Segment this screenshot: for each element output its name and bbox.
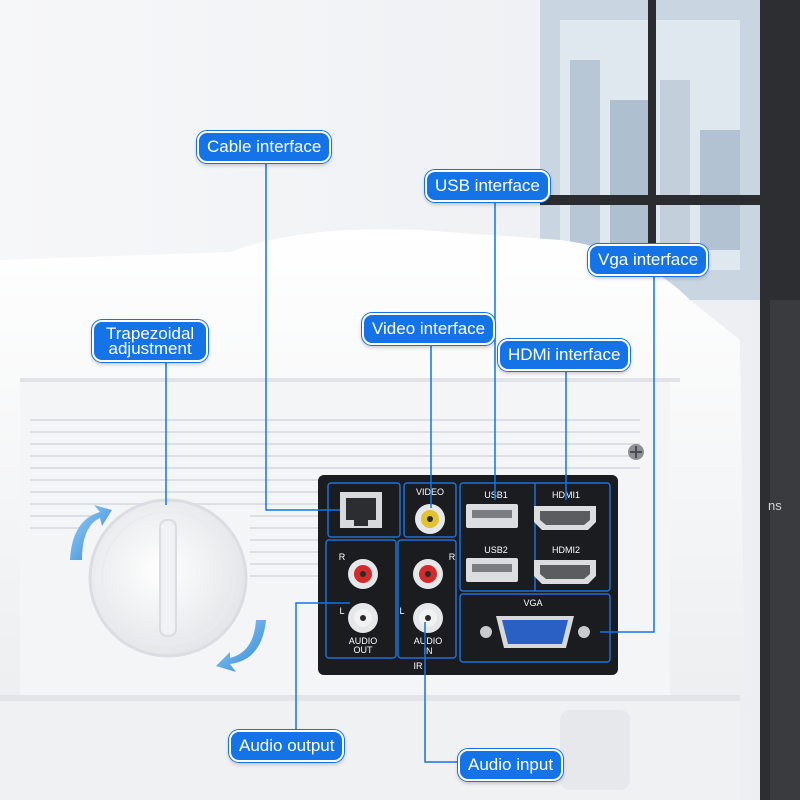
panel-ir-text: IR bbox=[414, 661, 424, 671]
video-interface-label: Video interface bbox=[362, 313, 496, 345]
usb-interface-label: USB interface bbox=[425, 170, 550, 202]
trapezoid-knob bbox=[88, 498, 248, 658]
panel-in-text: IN bbox=[424, 646, 433, 656]
panel-audio-in-text: AUDIO bbox=[414, 636, 443, 646]
panel-vga-text: VGA bbox=[523, 598, 542, 608]
rotate-arrow-bottom-icon bbox=[216, 620, 266, 672]
audio-input-label: Audio input bbox=[458, 749, 564, 781]
rotate-arrow-top-icon bbox=[70, 505, 112, 560]
trapezoidal-adjustment-label: Trapezoidal adjustment bbox=[92, 320, 209, 362]
vga-interface-label: Vga interface bbox=[588, 244, 709, 276]
hdmi-interface-label: HDMi interface bbox=[498, 339, 631, 371]
panel-r-right-text: R bbox=[449, 552, 456, 562]
connector-panel: VIDEO USB1 USB2 HDMI1 HDMI2 VGA R L R L … bbox=[318, 475, 618, 675]
panel-usb1-text: USB1 bbox=[484, 490, 508, 500]
panel-audio-out-text: AUDIO bbox=[349, 636, 378, 646]
panel-out-text: OUT bbox=[354, 645, 374, 655]
panel-usb2-text: USB2 bbox=[484, 545, 508, 555]
panel-r-left-text: R bbox=[339, 552, 346, 562]
window bbox=[540, 0, 800, 800]
side-text: ns bbox=[768, 498, 782, 513]
panel-l-right-text: L bbox=[399, 606, 404, 616]
leader-lines bbox=[165, 160, 655, 763]
panel-video-text: VIDEO bbox=[416, 487, 444, 497]
panel-l-left-text: L bbox=[339, 606, 344, 616]
audio-output-label: Audio output bbox=[229, 730, 345, 762]
panel-hdmi2-text: HDMI2 bbox=[552, 545, 580, 555]
cable-interface-label: Cable interface bbox=[197, 131, 332, 163]
